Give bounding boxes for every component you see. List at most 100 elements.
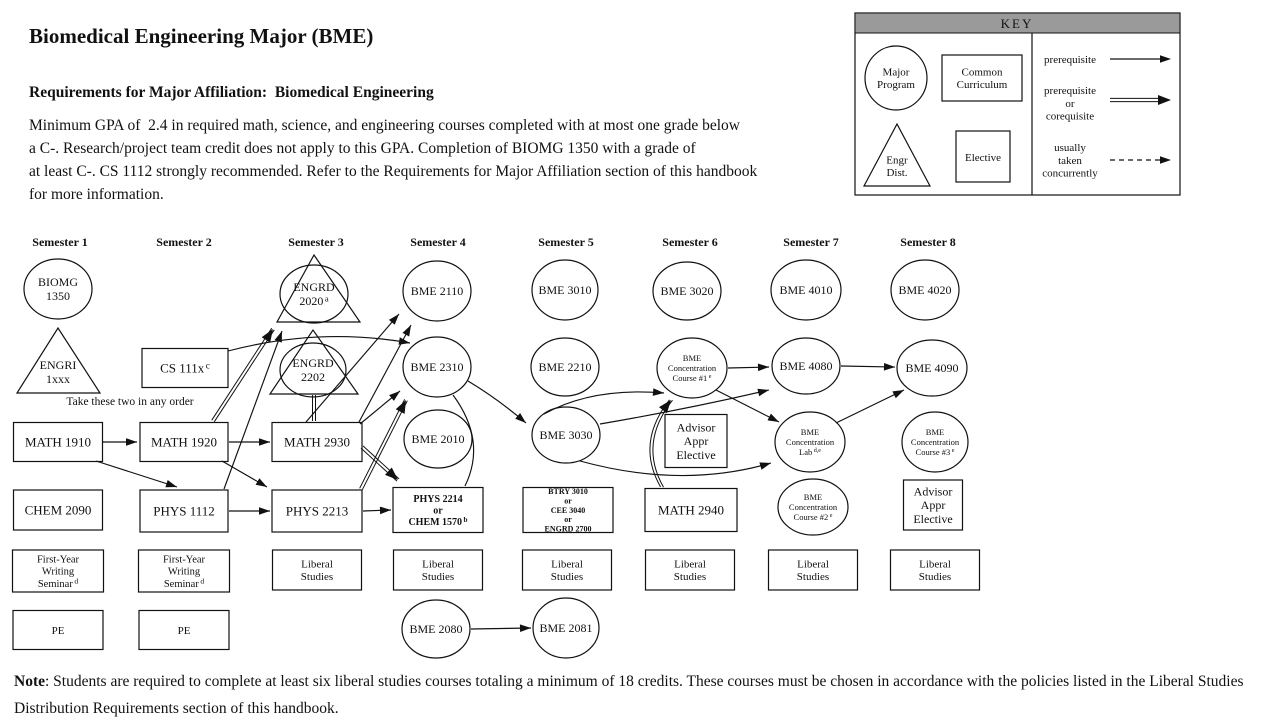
advisor-elective-sem8-shape <box>902 479 964 531</box>
edge-phys1112-phys2213 <box>229 507 270 515</box>
node-label: BME 3030 <box>539 428 592 442</box>
liberal-studies-sem6-shape <box>644 549 736 591</box>
note-text: : Students are required to complete at l… <box>14 673 1244 717</box>
node-label: MATH 1910 <box>25 435 91 450</box>
semester-header: Semester 5 <box>538 235 593 249</box>
node-label: Writing <box>42 567 75 578</box>
key-common-curriculum-rect <box>941 54 1023 102</box>
bme-2081-shape <box>532 597 600 659</box>
edge-phys2213-bme2310-coreq <box>359 399 408 490</box>
phys-2214-chem-1570-shape <box>392 486 484 534</box>
arrowhead <box>388 314 399 325</box>
node-label: Liberal <box>674 559 706 571</box>
semester-header: Semester 6 <box>662 235 717 249</box>
liberal-studies-sem7-shape <box>767 549 859 591</box>
phys-2213-shape <box>271 489 363 533</box>
node-label: 1350 <box>46 289 70 303</box>
btry-cee-engrd-shape <box>522 486 614 534</box>
edge-line <box>227 336 411 352</box>
node-label: Liberal <box>422 559 454 571</box>
node-pe-sem1: PE <box>12 609 104 651</box>
engrd-2202-shape <box>268 328 360 395</box>
bme-4020-shape <box>890 259 960 321</box>
edge-line <box>543 391 665 415</box>
node-label: Studies <box>551 571 583 583</box>
requirements-paragraph: Minimum GPA of 2.4 in required math, sci… <box>29 117 758 203</box>
edge-bmeconclab-bme4090 <box>835 389 905 424</box>
node-label: Concentration <box>786 437 835 447</box>
node-label: Liberal <box>551 559 583 571</box>
bme-3020-shape <box>652 261 722 321</box>
node-label: Advisor <box>677 420 716 434</box>
edge-line <box>359 399 406 489</box>
arrowhead <box>659 400 671 414</box>
node-label: Concentration <box>789 502 838 512</box>
bme-3030-shape <box>531 406 601 464</box>
key-arrow-solid: prerequisite <box>1044 54 1171 66</box>
node-label: MATH 2930 <box>284 435 350 450</box>
node-label: BME 4010 <box>779 283 832 297</box>
arrowhead <box>519 624 531 632</box>
arrowhead <box>255 478 267 487</box>
key-elective-rect <box>955 130 1011 183</box>
node-label: Appr <box>684 434 709 448</box>
arrowhead <box>165 480 177 488</box>
bme-4090-shape <box>896 339 968 397</box>
node-label: usually <box>1054 142 1086 154</box>
node-math-2940: MATH 2940 <box>644 487 738 533</box>
edge-math2930-bme2110-a <box>305 313 400 423</box>
node-bme-4010: BME 4010 <box>770 259 842 321</box>
node-bme-2081: BME 2081 <box>532 597 600 659</box>
semester-header: Semester 1 <box>32 235 87 249</box>
liberal-studies-sem8-shape <box>889 549 981 591</box>
arrowhead <box>1160 156 1171 164</box>
node-label: PE <box>178 625 191 637</box>
edge-bme2310-bme3030 <box>467 380 527 424</box>
node-label: BME 3010 <box>538 283 591 297</box>
edge-engrd2202-math2930-coreq <box>312 395 316 421</box>
bme-2080-shape <box>401 599 471 659</box>
node-label: ENGRD <box>292 356 334 370</box>
edge-line <box>223 330 283 490</box>
pe-sem2-shape <box>138 609 230 651</box>
bme-2310-shape <box>402 336 472 398</box>
node-label: taken <box>1058 155 1082 167</box>
edge-bme3030-bmeconc1 <box>543 388 665 415</box>
node-label: Concentration <box>911 437 960 447</box>
arrowhead <box>385 467 398 480</box>
liberal-studies-sem4-shape <box>392 549 484 591</box>
edge-bme2080-bme2081 <box>470 624 532 632</box>
node-math-2930: MATH 2930 <box>271 421 363 463</box>
arrowhead <box>892 390 904 399</box>
edge-math2930-bme2110-b <box>358 324 412 423</box>
edge-math1920-phys2213 <box>221 460 268 488</box>
arrowhead <box>883 363 895 371</box>
edge-line <box>452 394 475 487</box>
node-label: First-Year <box>163 555 206 566</box>
annotation: Take these two in any order <box>66 396 193 408</box>
edge-bme3030-bme4080 <box>599 388 770 425</box>
arrowhead <box>652 388 664 396</box>
node-phys-2213: PHYS 2213 <box>271 489 363 533</box>
note-label: Note <box>14 673 45 690</box>
phys-1112-shape <box>139 489 229 533</box>
node-label: PHYS 2213 <box>286 504 349 519</box>
key-header-bar <box>854 12 1181 34</box>
node-label: MATH 1920 <box>151 435 217 450</box>
arrowhead <box>515 413 526 423</box>
edge-line <box>358 324 412 423</box>
node-label: CHEM 2090 <box>25 503 92 518</box>
arrowhead <box>126 438 137 446</box>
